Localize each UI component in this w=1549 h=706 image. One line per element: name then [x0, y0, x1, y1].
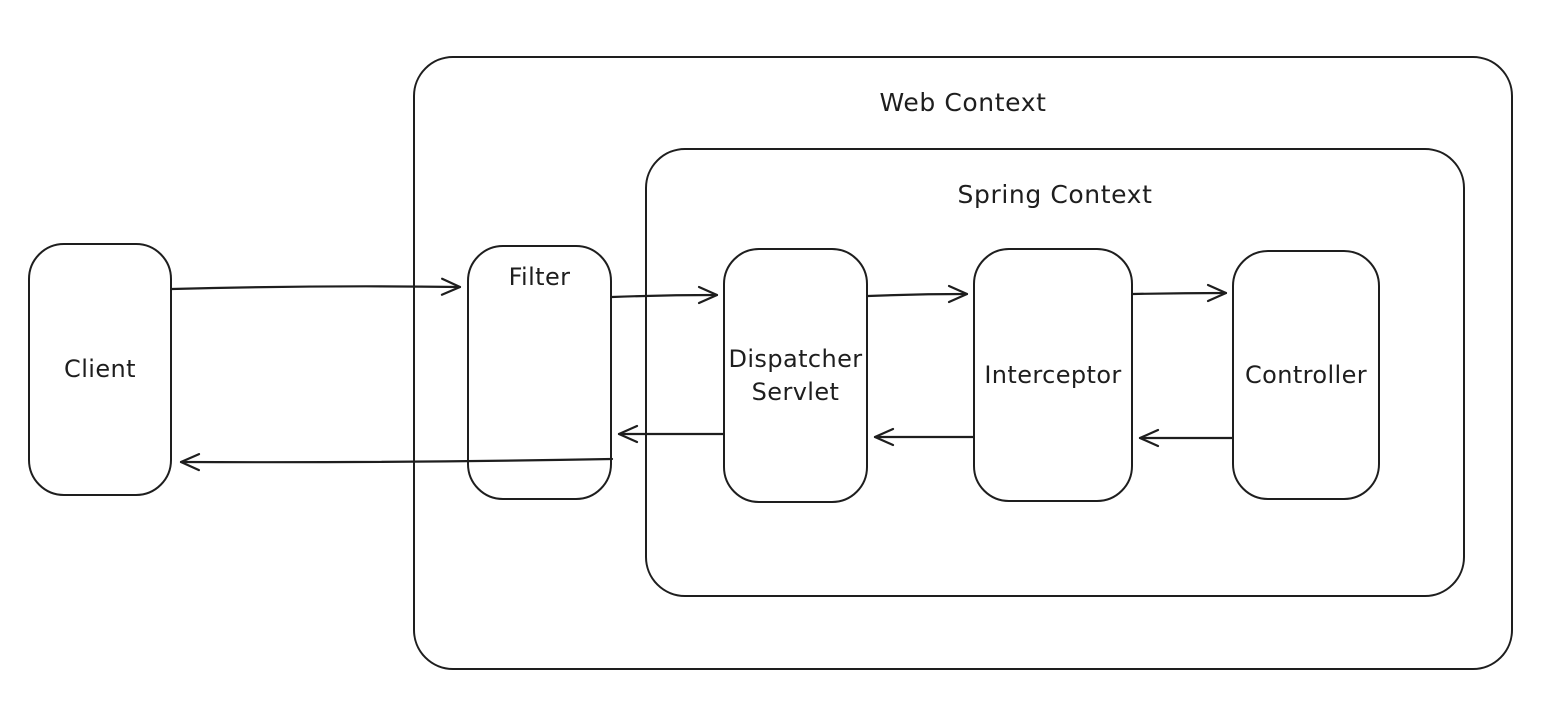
filter-label: Filter	[508, 263, 571, 291]
controller-label: Controller	[1244, 360, 1368, 389]
node-web-context: Web Context	[413, 56, 1513, 670]
dispatcher-servlet-label: Dispatcher Servlet	[728, 345, 863, 406]
spring-context-label: Spring Context	[957, 180, 1153, 209]
node-dispatcher-servlet: Dispatcher Servlet	[723, 248, 868, 503]
client-label: Client	[64, 355, 136, 384]
node-filter: Filter	[467, 245, 612, 500]
node-controller: Controller	[1232, 250, 1380, 500]
node-client: Client	[28, 243, 172, 496]
node-spring-context: Spring Context	[645, 148, 1465, 597]
interceptor-label: Interceptor	[984, 360, 1122, 389]
web-context-label: Web Context	[879, 88, 1047, 117]
node-interceptor: Interceptor	[973, 248, 1133, 502]
